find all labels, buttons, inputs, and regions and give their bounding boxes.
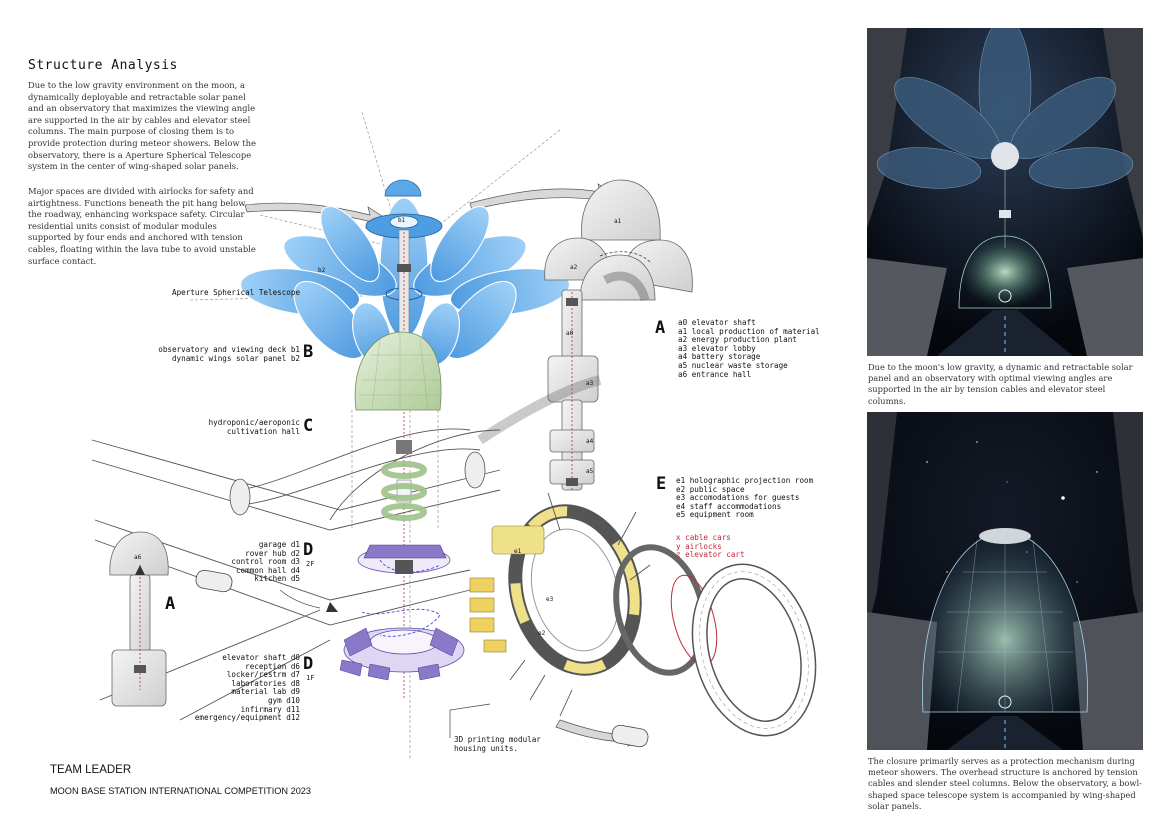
- tag-b1: b1: [398, 217, 406, 224]
- team-leader-label: TEAM LEADER: [50, 764, 132, 776]
- letter-d-1f: D: [303, 654, 314, 674]
- caption-bottom: The closure primarily serves as a protec…: [868, 756, 1142, 811]
- floor-2f-modules: [357, 544, 451, 574]
- cultivation-dome: [354, 331, 442, 411]
- label-d12: emergency/equipment d12: [194, 713, 300, 723]
- label-c-line1: hydroponic/aeroponic: [208, 418, 300, 427]
- render-image-top: [867, 28, 1143, 356]
- cable-car-pods: [195, 569, 649, 748]
- tag-e1: e1: [514, 548, 522, 555]
- label-e2: e2 public space: [676, 484, 745, 494]
- labels-a: a0 elevator shaft a1 local production of…: [678, 318, 820, 379]
- e-residential-ring: [491, 504, 817, 737]
- printing-note-line2: housing units.: [454, 743, 519, 753]
- printing-note: 3D printing modular housing units.: [454, 735, 541, 753]
- letter-a-left: A: [165, 594, 176, 614]
- letter-e: E: [656, 474, 667, 494]
- label-d2: rover hub d2: [245, 548, 300, 558]
- caption-top: Due to the moon's low gravity, a dynamic…: [868, 362, 1133, 406]
- label-e4: e4 staff accommodations: [676, 501, 782, 511]
- label-d10: gym d10: [267, 695, 300, 705]
- labels-c: hydroponic/aeroponic cultivation hall: [180, 418, 300, 436]
- label-d7: locker/restrm d7: [226, 670, 300, 680]
- intro-paragraph-1: Due to the low gravity environment on th…: [28, 80, 257, 172]
- letter-b: B: [303, 342, 314, 362]
- label-d0: elevator shaft d0: [222, 653, 300, 662]
- render-image-bottom: [867, 412, 1143, 750]
- tag-e3: e3: [546, 596, 554, 603]
- label-d9: material lab d9: [231, 687, 300, 697]
- labels-e: e1 holographic projection room e2 public…: [676, 476, 814, 520]
- label-d5: kitchen d5: [254, 574, 300, 584]
- intro-paragraph-2: Major spaces are divided with airlocks f…: [28, 186, 256, 266]
- label-a2: a2 energy production plant: [678, 335, 797, 345]
- label-e3: e3 accomodations for guests: [676, 493, 800, 503]
- letter-d-2f: D: [303, 540, 314, 560]
- floor-1f-label: 1F: [306, 674, 315, 682]
- tag-a6: a6: [134, 554, 142, 561]
- floor-2f-label: 2F: [306, 560, 315, 568]
- legend-xyz: x cable cars y airlocks z elevator cart: [676, 533, 745, 560]
- printing-note-line1: 3D printing modular: [454, 735, 541, 744]
- tag-b2: b2: [318, 267, 326, 274]
- label-a4: a4 battery storage: [678, 352, 761, 362]
- tag-a0: a0: [566, 330, 574, 337]
- tag-a3: a3: [586, 380, 594, 387]
- tag-a2: a2: [570, 264, 578, 271]
- tag-a5: a5: [586, 468, 594, 475]
- label-d8: laboratories d8: [231, 678, 300, 688]
- legend-airlocks: y airlocks: [676, 541, 722, 551]
- telescope-label: Aperture Spherical Telescope: [172, 288, 301, 297]
- tag-a4: a4: [586, 438, 594, 445]
- floor-1f-modules: [339, 608, 465, 681]
- label-a6: a6 entrance hall: [678, 369, 752, 379]
- label-d6: reception d6: [245, 661, 300, 671]
- label-d1: garage d1: [258, 540, 300, 549]
- label-a1: a1 local production of material: [678, 326, 820, 336]
- printing-note-leader: [449, 703, 491, 738]
- label-b2: dynamic wings solar panel b2: [171, 353, 300, 363]
- page-title: Structure Analysis: [28, 58, 178, 73]
- letter-a: A: [655, 318, 666, 338]
- spiral-ramp: [381, 461, 427, 521]
- tension-cables: [509, 492, 651, 717]
- label-d4: common hall d4: [235, 565, 300, 575]
- label-a3: a3 elevator lobby: [678, 343, 756, 353]
- label-c-line2: cultivation hall: [226, 426, 300, 436]
- label-e5: e5 equipment room: [676, 510, 754, 520]
- labels-d-2f: garage d1 rover hub d2 control room d3 c…: [200, 540, 300, 584]
- tag-e2: e2: [538, 630, 546, 637]
- label-d11: infirmary d11: [240, 704, 300, 714]
- label-e1: e1 holographic projection room: [676, 476, 814, 485]
- label-b1: observatory and viewing deck b1: [158, 345, 300, 354]
- letter-c: C: [303, 416, 314, 436]
- tag-a1: a1: [614, 218, 622, 225]
- legend-elevator-cart: z elevator cart: [676, 550, 745, 560]
- labels-d-1f: elevator shaft d0 reception d6 locker/re…: [180, 653, 300, 723]
- competition-name: MOON BASE STATION INTERNATIONAL COMPETIT…: [50, 786, 312, 796]
- structure-exploded-diagram: [91, 111, 817, 760]
- labels-b: observatory and viewing deck b1 dynamic …: [130, 345, 300, 363]
- airlock-connectors: [469, 577, 507, 653]
- label-d3: control room d3: [231, 557, 300, 567]
- lava-tube-road: [91, 428, 501, 721]
- label-a0: a0 elevator shaft: [678, 318, 756, 327]
- label-a5: a5 nuclear waste storage: [678, 360, 788, 370]
- legend-cable-cars: x cable cars: [676, 533, 731, 542]
